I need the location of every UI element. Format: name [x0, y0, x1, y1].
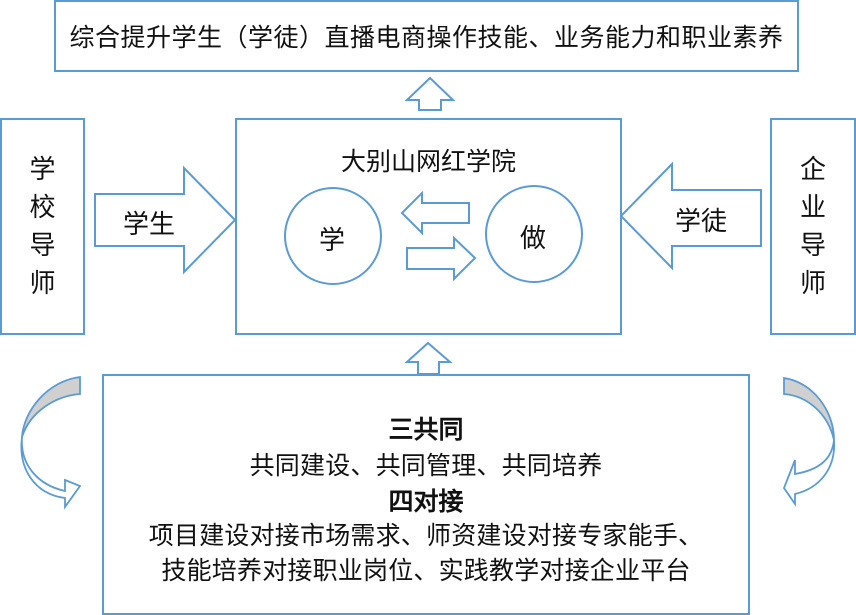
- school-mentor-box: 学 校 导 师: [0, 118, 85, 335]
- academy-title: 大别山网红学院: [340, 147, 516, 176]
- enterprise-mentor-char: 企: [799, 154, 826, 185]
- school-mentor-char: 校: [29, 192, 56, 223]
- student-label: 学生: [123, 210, 176, 240]
- enterprise-mentor-char: 导: [799, 230, 826, 261]
- three-commons-text: 共同建设、共同管理、共同培养: [249, 451, 603, 480]
- four-docking-heading: 四对接: [388, 487, 464, 516]
- apprentice-label: 学徒: [675, 207, 728, 237]
- learn-label: 学: [319, 226, 346, 256]
- four-docking-text-2: 技能培养对接职业岗位、实践教学对接企业平台: [161, 556, 691, 585]
- four-docking-text-1: 项目建设对接市场需求、师资建设对接专家能手、: [148, 521, 704, 550]
- enterprise-mentor-box: 企 业 导 师: [770, 118, 856, 335]
- school-mentor-char: 师: [29, 268, 56, 299]
- curved-arrow-left-icon: [20, 375, 82, 510]
- academy-box: 大别山网红学院: [235, 118, 622, 335]
- outcome-box: 综合提升学生（学徒）直播电商操作技能、业务能力和职业素养: [54, 0, 799, 72]
- collaboration-box: 三共同 共同建设、共同管理、共同培养 四对接 项目建设对接市场需求、师资建设对接…: [102, 374, 750, 615]
- three-commons-heading: 三共同: [388, 415, 464, 444]
- do-label: 做: [520, 224, 547, 254]
- outcome-text: 综合提升学生（学徒）直播电商操作技能、业务能力和职业素养: [69, 23, 784, 52]
- curved-arrow-right-icon: [782, 376, 835, 507]
- school-mentor-char: 学: [29, 154, 56, 185]
- enterprise-mentor-char: 业: [799, 192, 826, 223]
- enterprise-mentor-char: 师: [799, 268, 826, 299]
- school-mentor-char: 导: [29, 230, 56, 261]
